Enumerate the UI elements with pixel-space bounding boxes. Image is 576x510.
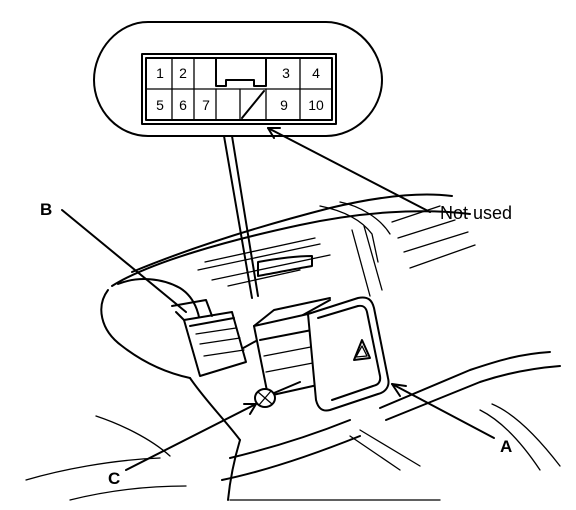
pin-label-10: 10: [308, 97, 324, 113]
pin-label-3: 3: [282, 65, 290, 81]
callout-a-label: A: [500, 437, 512, 456]
not-used-leader: [267, 127, 431, 213]
callout-b: B: [40, 200, 187, 313]
callout-c-label: C: [108, 469, 120, 488]
pin-label-9: 9: [280, 97, 288, 113]
connector-pin-labels: 1 2 3 4 5 6 7 9 10: [156, 65, 324, 113]
not-used-label: Not used: [440, 203, 512, 223]
pin-label-6: 6: [179, 97, 187, 113]
callout-b-label: B: [40, 200, 52, 219]
dashboard-panel: [25, 193, 561, 501]
connector-callout-bubble: [93, 21, 431, 299]
panel-opening-b: [171, 299, 247, 377]
hazard-triangle-icon: [353, 339, 371, 361]
pin-label-5: 5: [156, 97, 164, 113]
pin-label-4: 4: [312, 65, 320, 81]
callout-a: A: [391, 383, 512, 456]
callout-c: C: [108, 403, 257, 488]
pin-label-7: 7: [202, 97, 210, 113]
pin-label-1: 1: [156, 65, 164, 81]
pin-label-2: 2: [179, 65, 187, 81]
unused-cavity-slash: [241, 90, 265, 119]
hazard-switch-a: [253, 296, 390, 412]
screw-c: [254, 381, 301, 408]
